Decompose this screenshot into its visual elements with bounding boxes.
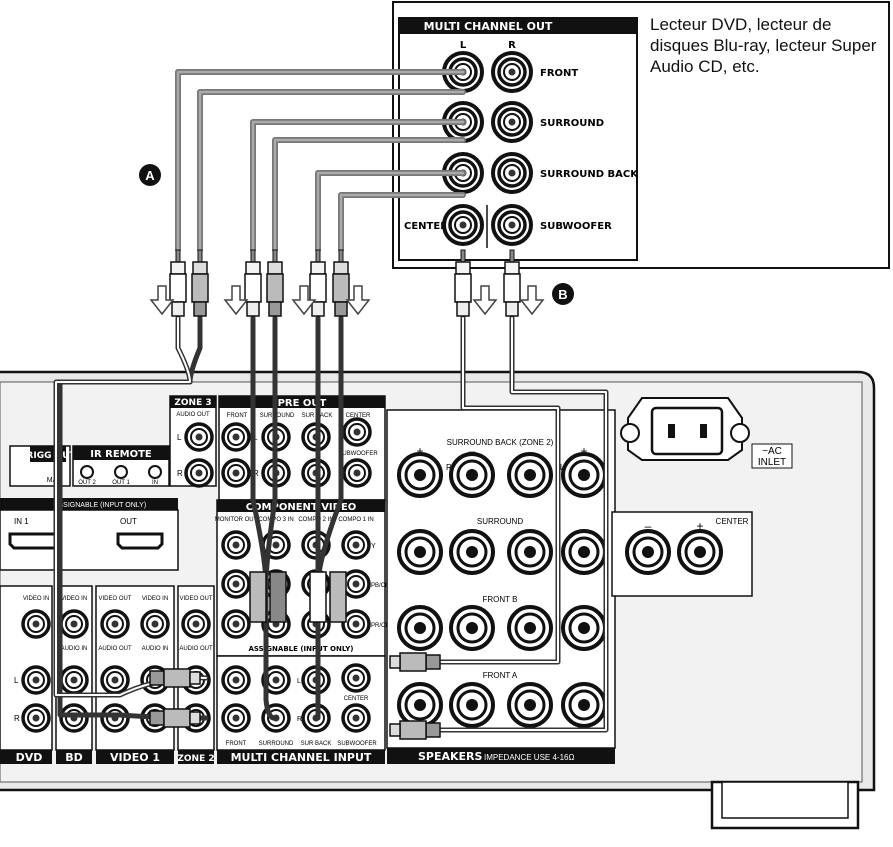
bd-label: BD	[65, 751, 83, 764]
preout-subwoofer: SUBWOOFER	[338, 451, 378, 457]
spk-surround-back: SURROUND BACK (ZONE 2)	[447, 438, 554, 447]
ac-inlet: ~AC INLET	[620, 397, 793, 469]
mci-center: CENTER	[344, 696, 369, 702]
bd-video-in: VIDEO IN	[61, 596, 87, 602]
z2-audio-out: AUDIO OUT	[179, 646, 213, 652]
spk-center-minus: –	[645, 519, 652, 533]
dvd-label: DVD	[16, 751, 43, 764]
hdmi-assignable: ASSIGNABLE (INPUT ONLY)	[54, 502, 146, 509]
multi-channel-input-section: CENTER FRONT SURROUND SUR BACK SUBWOOFER…	[216, 655, 386, 764]
spk-center: CENTER	[716, 517, 749, 526]
zone3-sub: AUDIO OUT	[176, 412, 210, 418]
mci-surback: SUR BACK	[301, 741, 332, 747]
zone2-label: ZONE 2	[177, 754, 214, 764]
v1-video-out: VIDEO OUT	[98, 596, 131, 602]
multi-channel-out-title: MULTI CHANNEL OUT	[424, 20, 553, 33]
mci-l: L	[297, 678, 301, 685]
ac-symbol: ~AC	[762, 446, 782, 457]
row-surround: SURROUND	[540, 118, 604, 129]
spk-center-plus: +	[696, 519, 703, 533]
row-front: FRONT	[540, 68, 578, 79]
preout-center: CENTER	[346, 413, 371, 419]
component-video-section: COMPONENT VIDEO MONITOR OUT COMPO 3 IN C…	[215, 499, 390, 657]
trigger-ir-section: TRIGG OUT MA IR REMOTE OUT 2 OUT 1 IN AS…	[0, 445, 179, 571]
video1-label: VIDEO 1	[110, 751, 160, 764]
inputs-r: R	[14, 714, 20, 723]
preout-r: R	[253, 469, 259, 478]
spk-minus-1: –	[469, 444, 476, 458]
hdmi-out: OUT	[120, 517, 137, 526]
pr-label: PR/CR	[371, 623, 390, 629]
bd-audio-in: AUDIO IN	[61, 646, 88, 652]
component-video-title: COMPONENT VIDEO	[246, 502, 357, 513]
monitor-out-label: MONITOR OUT	[215, 517, 258, 523]
row-subwoofer: SUBWOOFER	[540, 221, 612, 232]
spk-front-a: FRONT A	[483, 671, 518, 680]
callout-a: A	[139, 164, 161, 186]
z2-video-out: VIDEO OUT	[179, 596, 212, 602]
speakers-title: SPEAKERS	[418, 750, 483, 763]
y-label: Y	[371, 543, 376, 550]
ac-inlet-label: INLET	[758, 457, 786, 468]
player-panel: MULTI CHANNEL OUT L R FRONT SURROUND SUR…	[392, 1, 890, 269]
row-surround-back: SURROUND BACK	[540, 169, 639, 180]
speaker-terminals: SPEAKERS IMPEDANCE USE 4-16Ω SURROUND BA…	[386, 409, 753, 764]
player-description: Lecteur DVD, lecteur de disques Blu-ray,…	[650, 15, 877, 76]
zone3-title: ZONE 3	[174, 398, 211, 408]
compo1-label: COMPO 1 IN	[338, 517, 373, 523]
player-center-label: CENTER	[404, 221, 448, 232]
zone3-preout-section: ZONE 3 AUDIO OUT L R PRE OUT FRONT SURRO…	[169, 395, 386, 501]
trigger-sub: MA	[47, 477, 58, 484]
zone3-r: R	[177, 469, 183, 478]
v1-audio-out: AUDIO OUT	[98, 646, 132, 652]
cv-assignable: ASSIGNABLE (INPUT ONLY)	[249, 645, 354, 653]
spk-front-b: FRONT B	[483, 595, 518, 604]
player-col-l: L	[460, 40, 467, 51]
zone3-l: L	[177, 433, 182, 442]
callout-b-label: B	[558, 287, 567, 302]
callout-a-label: A	[145, 168, 155, 183]
mci-front: FRONT	[226, 741, 247, 747]
cable-plugs	[149, 249, 544, 740]
v1-video-in: VIDEO IN	[142, 596, 168, 602]
ir-out1: OUT 1	[112, 480, 130, 486]
ir-in: IN	[152, 480, 158, 486]
spk-plus-1: +	[416, 444, 423, 458]
v1-audio-in: AUDIO IN	[142, 646, 169, 652]
callout-b: B	[552, 283, 574, 305]
spk-plus-2: +	[580, 444, 587, 458]
preout-title: PRE OUT	[278, 398, 327, 409]
mci-surround: SURROUND	[259, 741, 294, 747]
ir-out2: OUT 2	[78, 480, 96, 486]
hdmi-in1: IN 1	[14, 517, 29, 526]
inputs-l: L	[14, 676, 19, 685]
trigger-title: TRIGG OUT	[20, 451, 76, 461]
player-col-r: R	[508, 40, 516, 51]
pb-label: PB/CB	[371, 583, 389, 589]
player-jacks	[442, 51, 533, 246]
mci-subwoofer: SUBWOOFER	[337, 741, 377, 747]
spk-surround: SURROUND	[477, 517, 523, 526]
ir-remote-title: IR REMOTE	[90, 449, 152, 460]
compo3-label: COMPO 3 IN	[258, 517, 293, 523]
mci-title: MULTI CHANNEL INPUT	[231, 751, 372, 764]
preout-front: FRONT	[227, 413, 248, 419]
speakers-impedance: IMPEDANCE USE 4-16Ω	[484, 753, 574, 762]
dvd-video-in: VIDEO IN	[23, 596, 49, 602]
spk-r: R	[446, 463, 452, 472]
mci-r: R	[297, 716, 302, 723]
